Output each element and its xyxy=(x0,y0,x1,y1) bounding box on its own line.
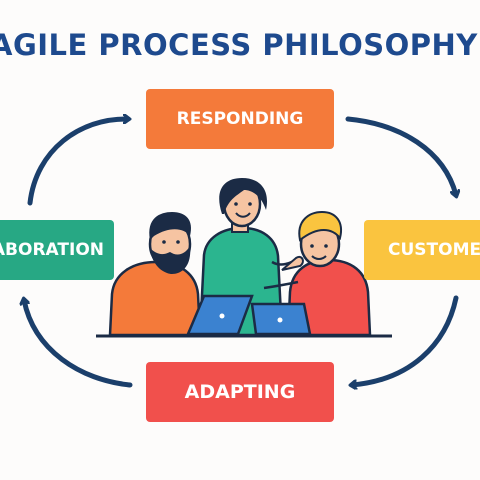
laptop-right xyxy=(250,302,312,336)
node-customer: CUSTOMER xyxy=(364,220,480,280)
node-adapting: ADAPTING xyxy=(146,362,334,422)
diagram-title: AGILE PROCESS PHILOSOPHY xyxy=(0,28,478,62)
arrow-bottom-to-left xyxy=(24,300,133,388)
bearded-man-figure xyxy=(108,212,202,337)
laptop-left xyxy=(186,294,254,336)
node-collaboration: COLLABORATION xyxy=(0,220,114,280)
arrow-top-to-right xyxy=(345,116,456,195)
node-responding: RESPONDING xyxy=(146,89,334,149)
arrow-right-to-bottom xyxy=(352,295,459,385)
arrow-left-to-top xyxy=(27,119,128,206)
blond-man-figure xyxy=(263,210,372,337)
